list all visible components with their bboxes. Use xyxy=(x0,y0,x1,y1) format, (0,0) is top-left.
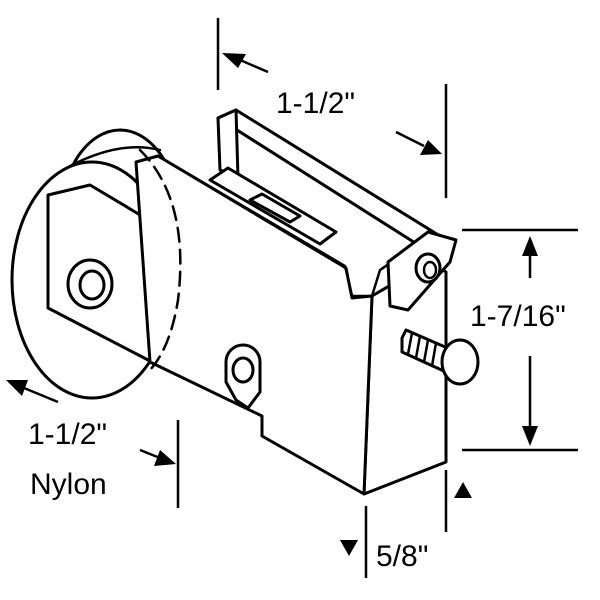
screw-thread-1 xyxy=(406,331,414,356)
thickness-label: 5/8" xyxy=(376,540,428,573)
thickness-arrow-right xyxy=(454,482,472,498)
top-width-arrow-left xyxy=(222,53,246,68)
wheel-leader-right xyxy=(139,448,161,460)
channel-notch xyxy=(248,192,302,224)
height-arrow-bottom xyxy=(522,426,538,446)
top-channel xyxy=(208,108,442,248)
wheel-edge-line xyxy=(68,145,162,168)
screw-head xyxy=(440,338,480,386)
screw-thread-4 xyxy=(430,341,438,368)
screw-thread-2 xyxy=(414,334,422,360)
housing-body xyxy=(134,148,458,496)
top-width-leader-right xyxy=(395,130,425,148)
dimension-thickness: 5/8" xyxy=(340,470,472,578)
top-width-leader-left xyxy=(239,58,269,74)
height-arrow-top xyxy=(522,236,538,256)
wheel-arrow-left xyxy=(6,380,28,396)
top-width-arrow-right xyxy=(420,140,442,155)
dimension-wheel: 1-1/2" Nylon xyxy=(6,380,180,508)
height-label: 1-7/16" xyxy=(470,300,566,333)
dimension-height: 1-7/16" xyxy=(462,228,578,452)
axle-bracket xyxy=(46,183,154,364)
adjust-slot-hole xyxy=(231,356,255,384)
wheel-leader-left xyxy=(23,386,59,404)
wheel-material-label: Nylon xyxy=(30,468,107,501)
end-cap-hole-inner xyxy=(422,260,438,280)
dimension-top-width: 1-1/2" xyxy=(216,18,448,198)
wheel-diameter-label: 1-1/2" xyxy=(28,418,107,451)
screw-thread-3 xyxy=(422,338,430,364)
thickness-arrow-left xyxy=(340,540,358,556)
adjustment-screw xyxy=(400,328,480,386)
axle-hole-inner xyxy=(78,269,106,301)
wheel-arrow-right xyxy=(154,450,176,466)
top-width-label: 1-1/2" xyxy=(276,87,355,120)
hidden-wheel-edge xyxy=(138,148,182,374)
